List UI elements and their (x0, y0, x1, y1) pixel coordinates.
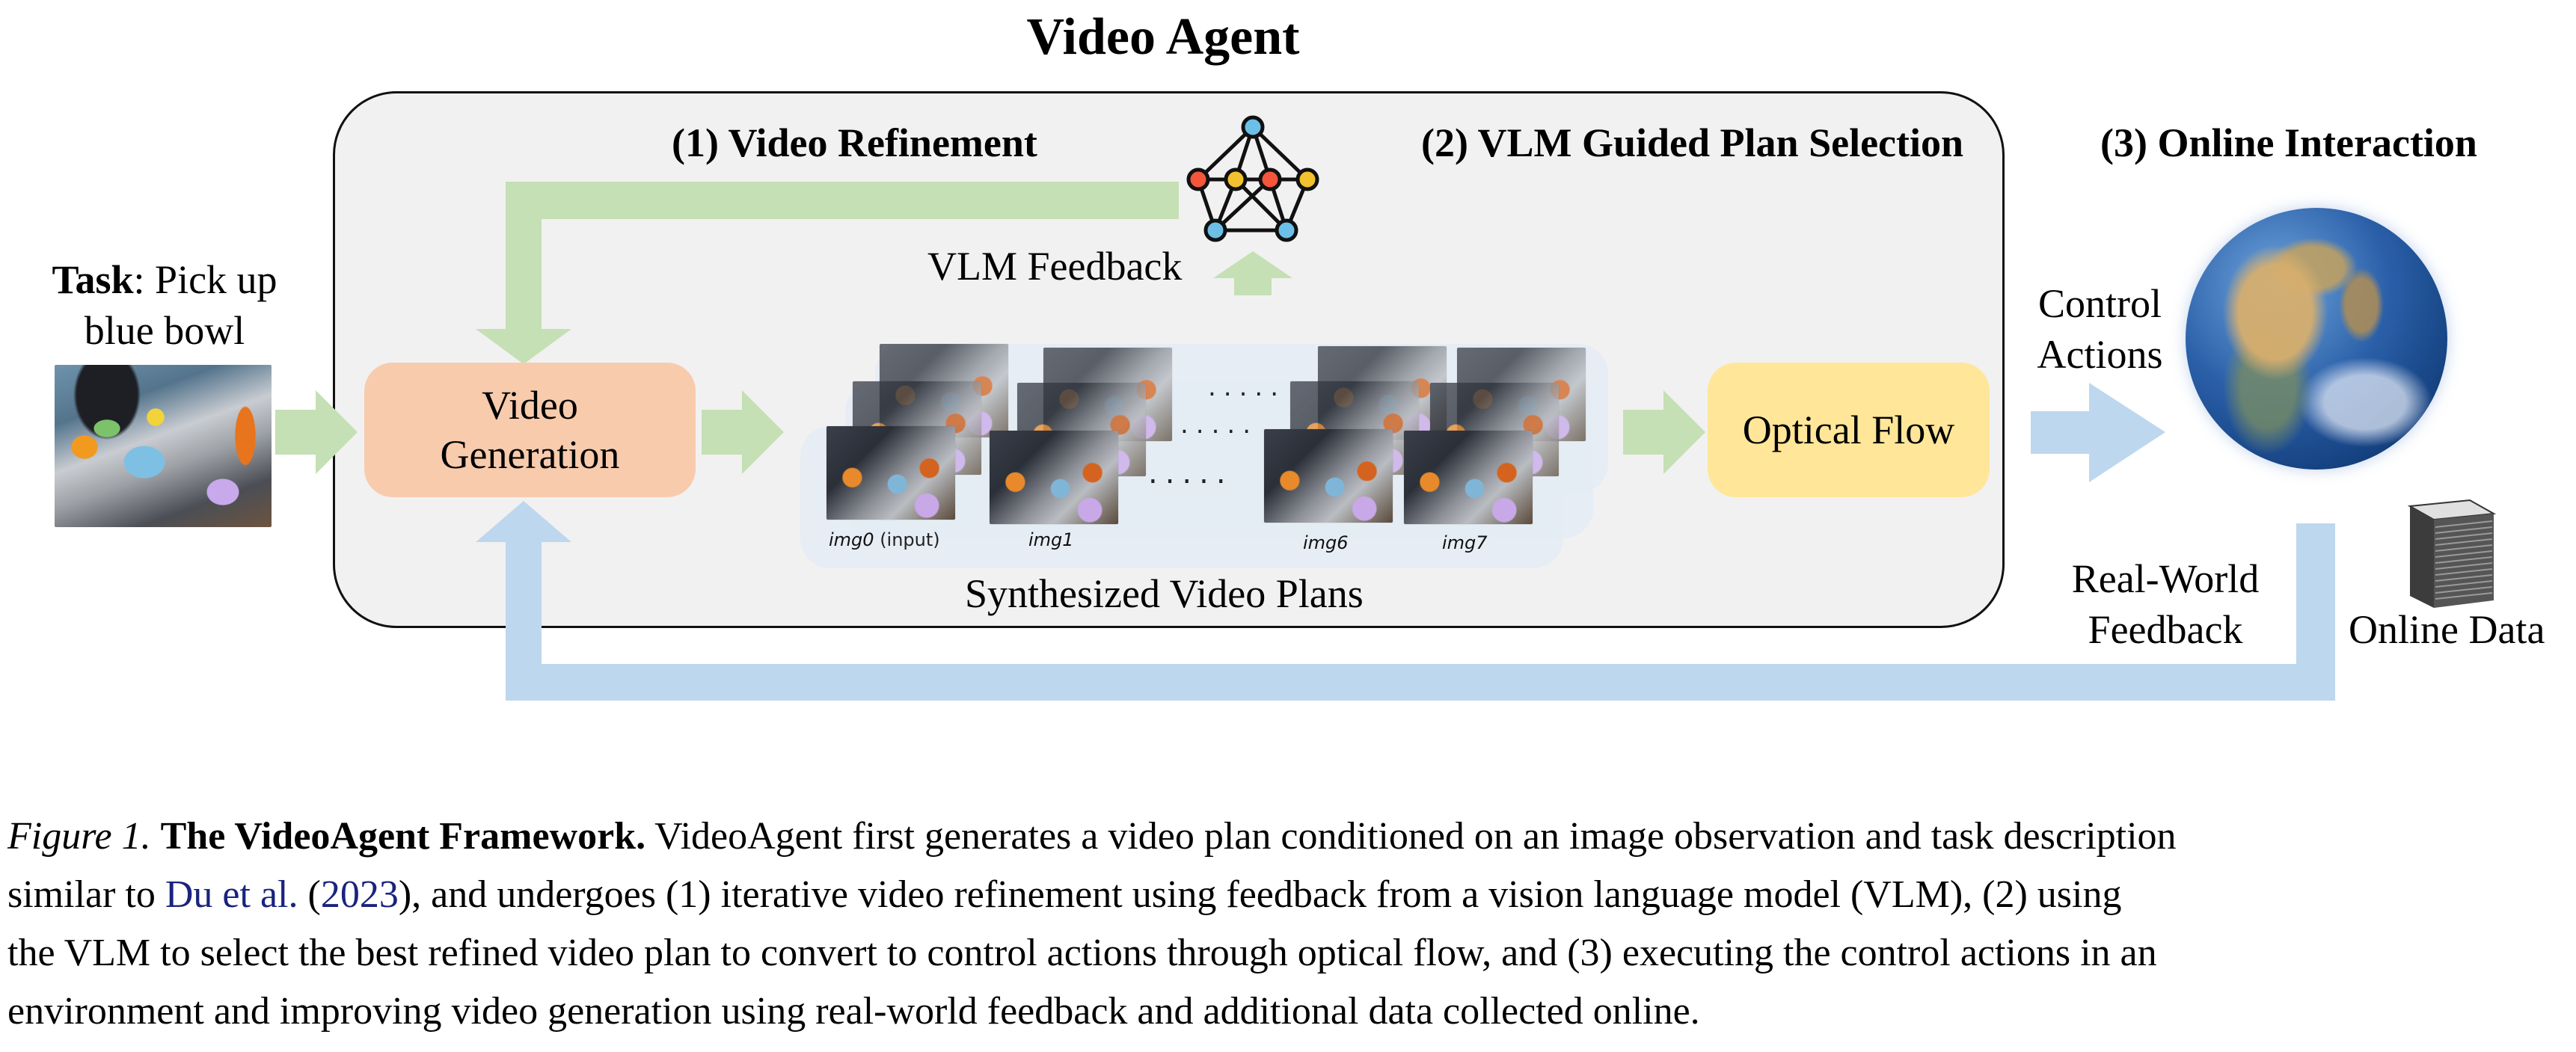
frame-label-img7: img7 (1442, 532, 1488, 553)
video-frame-img0 (827, 426, 955, 520)
data-stack-icon (2407, 499, 2497, 608)
video-frame-img1 (990, 431, 1118, 524)
video-generation-label-line1: Video (482, 383, 578, 428)
task-text-line2: blue bowl (84, 308, 245, 353)
synthesized-video-plans-label: Synthesized Video Plans (965, 571, 1364, 616)
video-frame-img6 (1264, 429, 1393, 523)
section-title-online-interaction: (3) Online Interaction (2100, 120, 2477, 165)
video-generation-label-line2: Generation (440, 432, 620, 477)
citation-link-authors[interactable]: Du et al. (165, 873, 298, 916)
caption-bold-title: The VideoAgent Framework. (160, 815, 646, 858)
video-generation-node: Video Generation (364, 363, 696, 497)
ellipsis-middle: ..... (1180, 410, 1259, 440)
figure-caption: Figure 1. The VideoAgent Framework. Vide… (7, 808, 2566, 1041)
caption-figure-label: Figure 1. (7, 815, 151, 858)
task-text: : Pick up (133, 257, 277, 302)
task-description: Task: Pick up blue bowl (37, 254, 292, 356)
section-title-plan-selection: (2) VLM Guided Plan Selection (1421, 120, 1964, 165)
network-graph-icon (1186, 115, 1319, 242)
frame-label-img6: img6 (1303, 532, 1349, 553)
ellipsis-front: ..... (1148, 456, 1233, 490)
optical-flow-node: Optical Flow (1708, 363, 1990, 497)
ellipsis-back: ..... (1208, 372, 1287, 402)
task-label: Task (52, 257, 134, 302)
figure-title: Video Agent (1026, 8, 1300, 66)
online-data-label: Online Data (2349, 607, 2545, 652)
task-observation-image (55, 365, 272, 527)
video-frame-img7 (1404, 431, 1533, 524)
frame-label-img1: img1 (1028, 529, 1074, 550)
caption-line-3: the VLM to select the best refined video… (7, 932, 2157, 974)
caption-line-4: environment and improving video generati… (7, 990, 1700, 1033)
section-title-video-refinement: (1) Video Refinement (672, 120, 1037, 165)
frame-label-img0: img0 (input) (829, 529, 940, 550)
vlm-feedback-label: VLM Feedback (927, 244, 1183, 289)
caption-line-1: Figure 1. The VideoAgent Framework. Vide… (7, 808, 2566, 866)
earth-globe-icon (2186, 208, 2447, 470)
caption-line1-text: VideoAgent first generates a video plan … (654, 815, 2177, 858)
caption-line-2: similar to Du et al. (2023), and undergo… (7, 873, 2122, 916)
citation-link-year[interactable]: 2023 (320, 873, 399, 916)
synthesized-video-plans-panel: ..... ..... ..... img0 (input) img1 img6… (800, 344, 1608, 568)
